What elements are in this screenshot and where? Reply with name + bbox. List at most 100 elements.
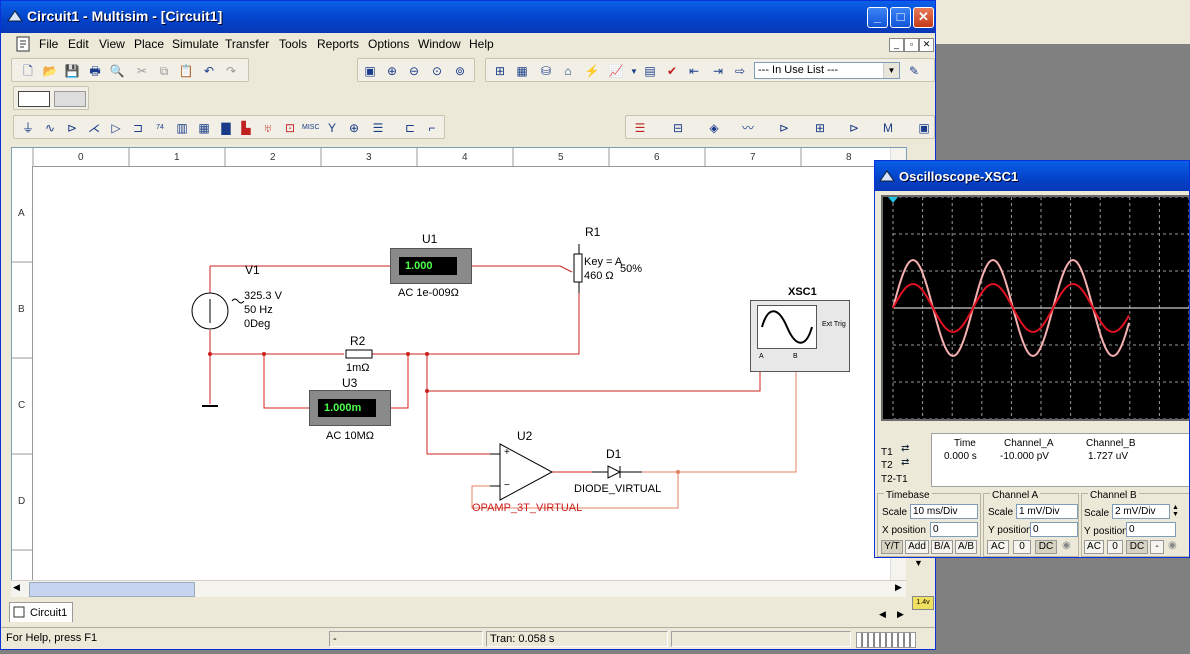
wattmeter-icon[interactable]: 〰	[741, 121, 754, 135]
title-bar[interactable]: Circuit1 - Multisim - [Circuit1] _ □ ✕	[1, 1, 935, 33]
antenna-icon[interactable]: Y	[327, 121, 336, 135]
save-icon[interactable]: 💾	[64, 64, 80, 78]
indicator-icon[interactable]: ▇	[221, 121, 231, 135]
help-icon[interactable]: ✎	[908, 64, 920, 78]
diode-icon[interactable]: ⊳	[66, 121, 78, 135]
channel-a-radio-icon[interactable]: ◉	[1062, 540, 1071, 551]
menu-view[interactable]: View	[99, 37, 125, 51]
scope-icon[interactable]: ⊳	[778, 121, 790, 135]
peripheral-icon[interactable]: ⊡	[284, 121, 296, 135]
electromech-icon[interactable]: ⊕	[348, 121, 360, 135]
menu-file[interactable]: File	[39, 37, 59, 51]
close-button[interactable]: ✕	[913, 7, 934, 28]
mixed-icon[interactable]: ▦	[198, 121, 210, 135]
channel-b-scale-field[interactable]: 2 mV/Div	[1112, 504, 1170, 519]
channel-a-scale-field[interactable]: 1 mV/Div	[1016, 504, 1078, 519]
misc-text-icon[interactable]: MISC	[302, 124, 320, 131]
grapher-icon[interactable]: 📈	[608, 64, 624, 78]
scroll-left-icon[interactable]: ◀	[13, 582, 20, 592]
multimeter-icon[interactable]: ⊟	[672, 121, 684, 135]
t1-arrows-icon[interactable]: ⇄	[901, 443, 910, 454]
function-gen-icon[interactable]: ◈	[709, 121, 719, 135]
zoom-area-icon[interactable]: ⊙	[431, 64, 443, 78]
sim-off-switch[interactable]	[54, 91, 86, 107]
xsc1-scope[interactable]: Ext Trig A B	[750, 300, 850, 372]
channel-b-minus-button[interactable]: -	[1150, 540, 1164, 554]
grapher-dropdown-icon[interactable]: ▼	[630, 67, 638, 76]
b-a-button[interactable]: B/A	[931, 540, 953, 554]
channel-a-ac-button[interactable]: AC	[987, 540, 1009, 554]
scroll-thumb[interactable]	[29, 582, 195, 597]
print-preview-icon[interactable]: 🔍	[109, 64, 125, 78]
tab-circuit1[interactable]: Circuit1	[9, 602, 73, 622]
channel-b-ypos-field[interactable]: 0	[1126, 522, 1176, 537]
bode-icon[interactable]: ⊞	[814, 121, 826, 135]
schematic-canvas[interactable]: 0 1 2 3 4 5 6 7 8 A B C D	[11, 147, 907, 597]
hierarchy-icon[interactable]: ⊞	[494, 64, 506, 78]
logic-analyzer-icon[interactable]: M	[883, 121, 893, 135]
ttl-icon[interactable]: ⊐	[132, 121, 144, 135]
zoom-out-icon[interactable]: ⊖	[408, 64, 420, 78]
mdi-close-button[interactable]: ✕	[919, 38, 934, 52]
timebase-scale-field[interactable]: 10 ms/Div	[910, 504, 978, 519]
analog-icon[interactable]: ▷	[111, 121, 121, 135]
erc-icon[interactable]: ✔	[666, 64, 678, 78]
zoom-fit-icon[interactable]: ⊚	[454, 64, 466, 78]
menu-transfer[interactable]: Transfer	[225, 37, 270, 51]
fullscreen-icon[interactable]: ▣	[364, 64, 376, 78]
scroll-down-icon[interactable]: ▼	[914, 558, 923, 568]
list-icon[interactable]: ☰	[634, 121, 646, 135]
misc-digital-icon[interactable]: ▥	[176, 121, 188, 135]
channel-a-ypos-field[interactable]: 0	[1030, 522, 1078, 537]
iv-analyzer-icon[interactable]: ▣	[918, 121, 930, 135]
menu-help[interactable]: Help	[469, 37, 494, 51]
u1-voltmeter[interactable]: 1.000	[390, 248, 472, 284]
maximize-button[interactable]: □	[890, 7, 911, 28]
sim-on-switch[interactable]	[18, 91, 50, 107]
yt-button[interactable]: Y/T	[881, 540, 903, 554]
mdi-minimize-button[interactable]: _	[889, 38, 904, 52]
menu-place[interactable]: Place	[134, 37, 165, 51]
channel-b-dc-button[interactable]: DC	[1126, 540, 1148, 554]
oscilloscope-title-bar[interactable]: Oscilloscope-XSC1	[875, 161, 1189, 191]
database-icon[interactable]: ⛁	[540, 64, 552, 78]
t2-arrows-icon[interactable]: ⇄	[901, 457, 910, 468]
cursor-t1-icon[interactable]	[888, 197, 898, 203]
menu-reports[interactable]: Reports	[317, 37, 360, 51]
zoom-in-icon[interactable]: ⊕	[386, 64, 398, 78]
menu-edit[interactable]: Edit	[68, 37, 89, 51]
channel-b-spinner-icon[interactable]: ▲▼	[1172, 504, 1179, 518]
menu-tools[interactable]: Tools	[279, 37, 308, 51]
open-icon[interactable]: 📂	[42, 64, 58, 78]
minimize-button[interactable]: _	[867, 7, 888, 28]
tab-prev-icon[interactable]: ◀	[879, 609, 886, 619]
new-icon[interactable]: 🗋	[23, 64, 33, 78]
cut-icon[interactable]: ✂	[136, 64, 148, 78]
basic-icon[interactable]: ∿	[44, 121, 56, 135]
channel-a-dc-button[interactable]: DC	[1035, 540, 1057, 554]
menu-options[interactable]: Options	[368, 37, 410, 51]
menu-window[interactable]: Window	[418, 37, 461, 51]
bus-icon[interactable]: ⌐	[428, 121, 436, 135]
back-annotate-icon[interactable]: ⇤	[688, 64, 700, 78]
transfer-icon[interactable]: ⇨	[734, 64, 746, 78]
channel-b-radio-icon[interactable]: ◉	[1168, 540, 1177, 551]
undo-icon[interactable]: ↶	[203, 64, 215, 78]
word-gen-icon[interactable]: ⊳	[848, 121, 860, 135]
channel-b-zero-button[interactable]: 0	[1107, 540, 1123, 554]
paste-icon[interactable]: 📋	[178, 64, 194, 78]
copy-icon[interactable]: ⧉	[159, 64, 169, 78]
channel-a-zero-button[interactable]: 0	[1013, 540, 1031, 554]
mdi-restore-button[interactable]: ▫	[904, 38, 919, 52]
a-b-button[interactable]: A/B	[955, 540, 977, 554]
add-button[interactable]: Add	[905, 540, 929, 554]
channel-b-ac-button[interactable]: AC	[1084, 540, 1104, 554]
simulate-icon[interactable]: ⚡	[584, 64, 600, 78]
cmos-icon[interactable]: 74	[156, 124, 164, 131]
redo-icon[interactable]: ↷	[225, 64, 237, 78]
postprocessor-icon[interactable]: ▤	[644, 64, 656, 78]
misc-icon[interactable]: ♅	[263, 121, 273, 135]
hierarchical-block-icon[interactable]: ⊏	[404, 121, 416, 135]
transistor-icon[interactable]: ⋌	[88, 121, 100, 135]
create-component-icon[interactable]: ⌂	[564, 64, 572, 78]
